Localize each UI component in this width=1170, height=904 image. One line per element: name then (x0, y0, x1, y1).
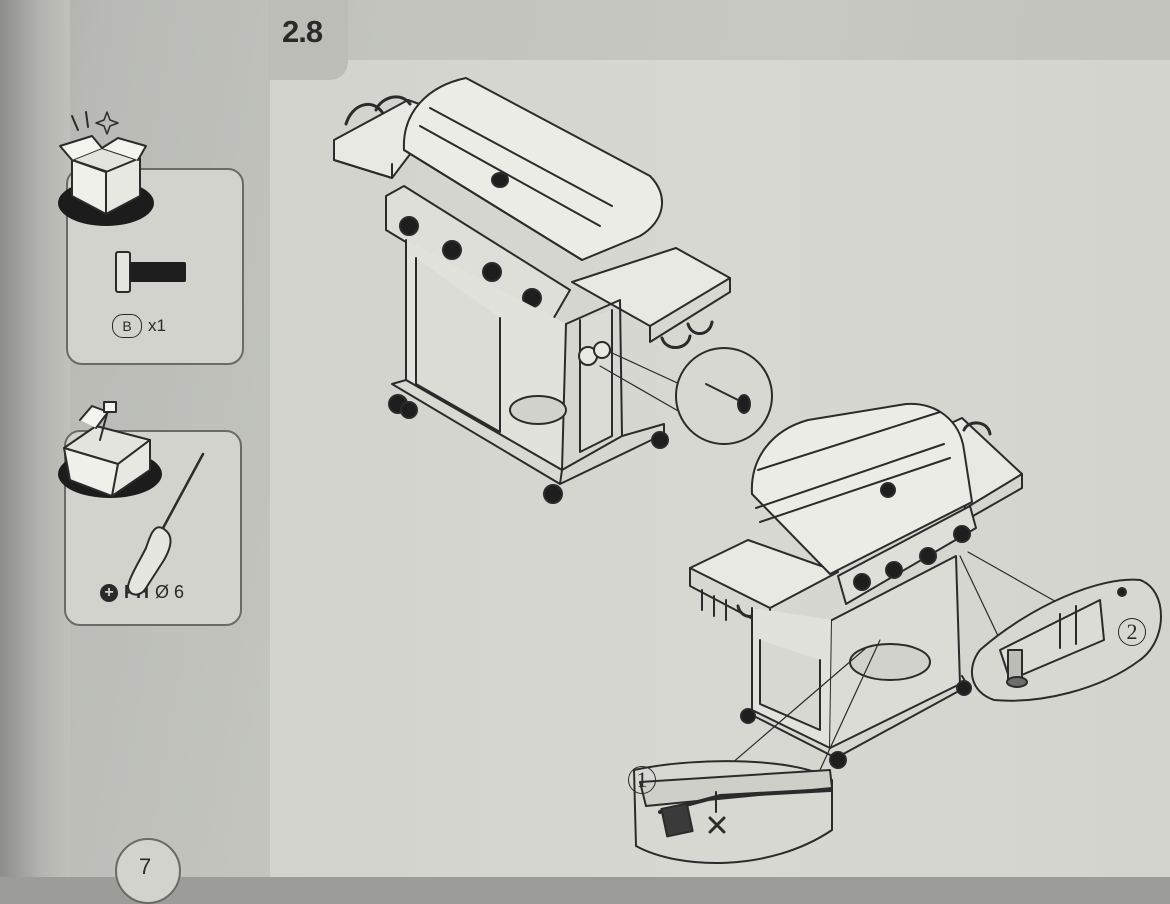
detail-2-callout (971, 578, 1162, 702)
detail-1-callout (633, 760, 833, 864)
step-tab (268, 0, 348, 80)
page-number: 7 (139, 854, 152, 879)
open-box-icon (58, 111, 154, 226)
phillips-head-icon: + (100, 583, 118, 602)
grill-top-view (333, 77, 731, 504)
part-count: x1 (148, 316, 166, 335)
toolbox-icon (58, 401, 162, 498)
screwdriver-icon (127, 452, 205, 596)
step-number: 2.8 (282, 14, 323, 49)
bolt-detail-callout (675, 347, 773, 445)
callout-number-1: 1 (628, 766, 656, 794)
callout-number-2: 2 (1118, 618, 1146, 646)
book-spine (0, 0, 70, 877)
tool-diameter: Ø 6 (155, 582, 185, 602)
part-letter-badge: B (112, 314, 142, 338)
assembly-illustration (58, 77, 1162, 864)
grill-rear-view (689, 402, 1061, 771)
part-quantity: B x1 (112, 314, 166, 338)
bolt-icon (115, 251, 186, 293)
